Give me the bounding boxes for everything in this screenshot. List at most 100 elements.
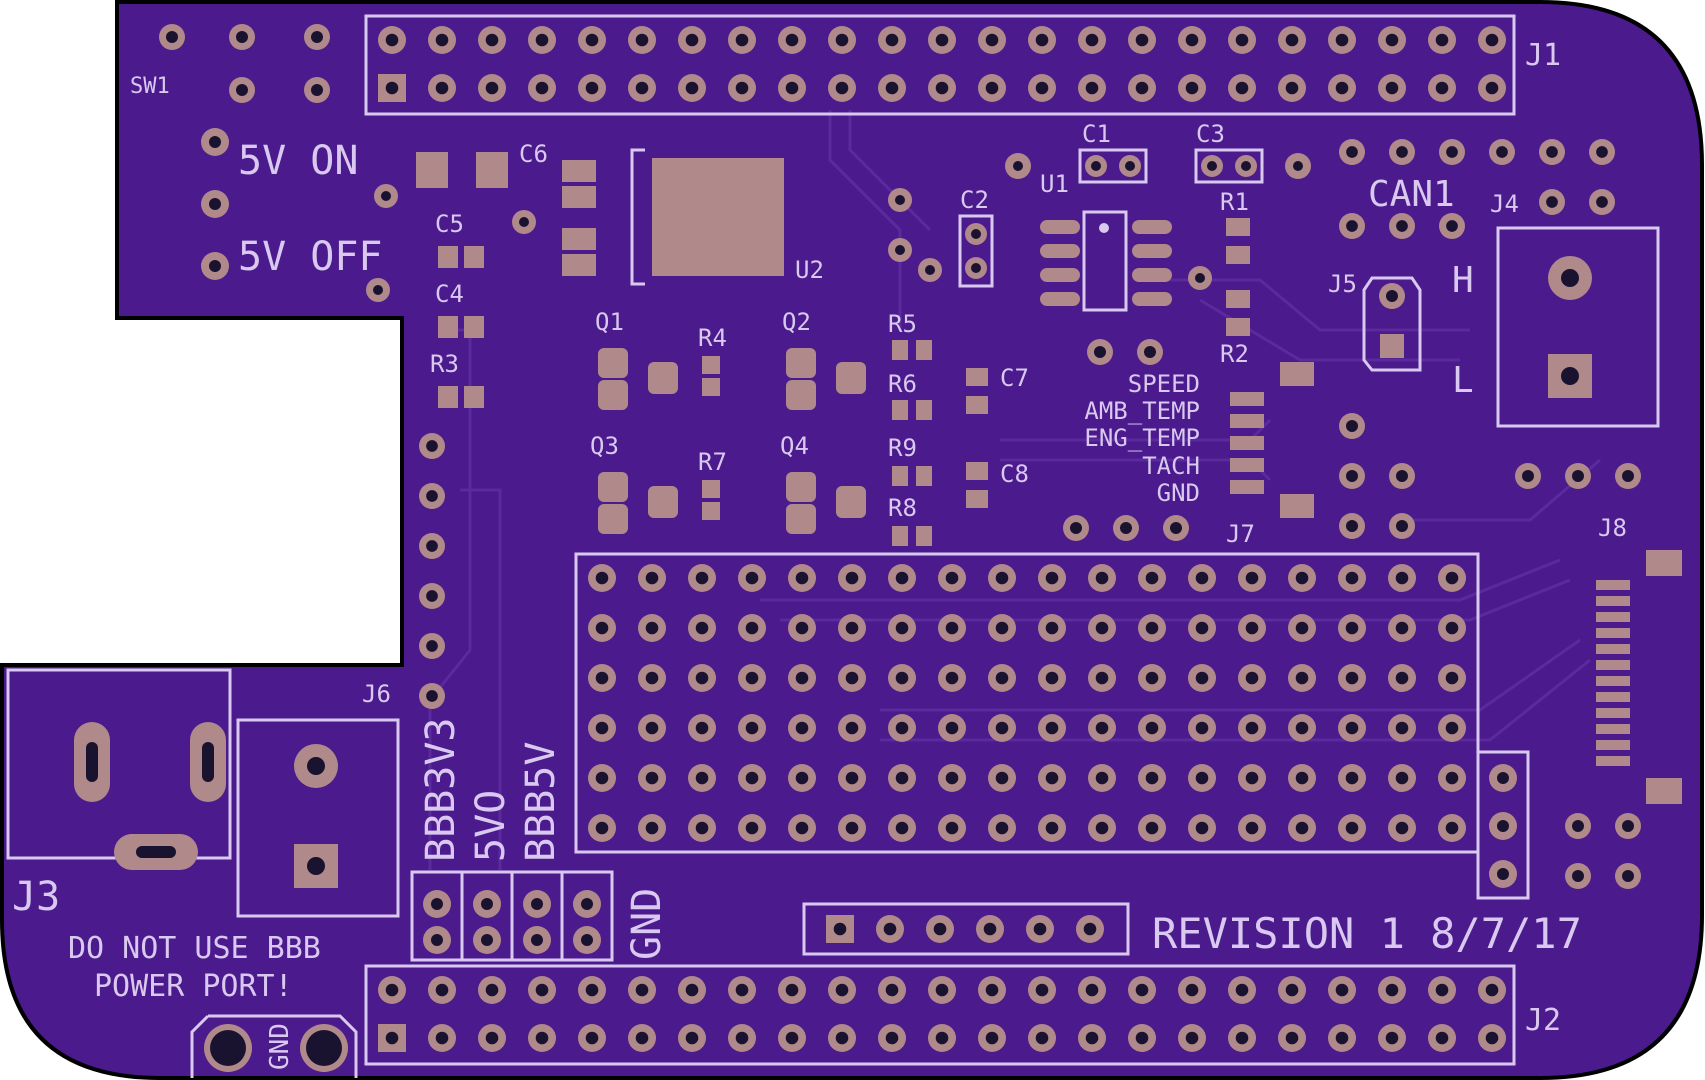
j8-pad xyxy=(1596,596,1630,606)
pin-hole xyxy=(535,983,549,997)
pin-hole xyxy=(883,922,897,936)
pin-hole xyxy=(1395,621,1409,635)
pin-hole xyxy=(1145,721,1159,735)
can1-connector xyxy=(1339,139,1615,239)
label-speed: SPEED xyxy=(1128,370,1200,398)
pin-hole xyxy=(695,671,709,685)
pin-hole xyxy=(945,671,959,685)
pin-hole xyxy=(1035,983,1049,997)
pin-hole xyxy=(1135,1031,1149,1045)
warning-line-1: DO NOT USE BBB xyxy=(68,931,321,966)
label-j5: J5 xyxy=(1328,270,1357,298)
pin-hole xyxy=(933,922,947,936)
pin-hole xyxy=(1395,821,1409,835)
j8-pad xyxy=(1596,756,1630,766)
label-r7: R7 xyxy=(698,448,727,476)
pin-hole xyxy=(1245,671,1259,685)
pin-hole xyxy=(885,81,899,95)
pin-hole xyxy=(745,671,759,685)
pin-hole xyxy=(845,571,859,585)
pin-hole xyxy=(535,81,549,95)
label-tach: TACH xyxy=(1142,452,1200,480)
pin-hole xyxy=(645,671,659,685)
warning-line-2: POWER PORT! xyxy=(94,969,293,1004)
pin-hole xyxy=(885,33,899,47)
pin-hole xyxy=(1033,922,1047,936)
label-u2: U2 xyxy=(795,256,824,284)
pin-hole xyxy=(595,671,609,685)
pin-hole xyxy=(735,983,749,997)
j8-connector xyxy=(1596,550,1682,804)
label-q1: Q1 xyxy=(595,308,624,336)
pin-hole xyxy=(1435,1031,1449,1045)
pin-hole xyxy=(735,1031,749,1045)
pin-hole xyxy=(845,671,859,685)
pin-hole xyxy=(435,1031,449,1045)
power-rail-headers xyxy=(410,870,614,962)
pin-hole xyxy=(795,771,809,785)
pin-hole xyxy=(585,1031,599,1045)
u2-regulator xyxy=(630,148,784,286)
pin-hole xyxy=(745,771,759,785)
pin-hole xyxy=(645,621,659,635)
pin-hole xyxy=(1485,983,1499,997)
pin-hole xyxy=(1045,721,1059,735)
pin-hole xyxy=(1045,821,1059,835)
smd-components-left xyxy=(416,152,596,408)
label-r6: R6 xyxy=(888,370,917,398)
pin-hole xyxy=(1085,33,1099,47)
j2-pin-row xyxy=(378,976,1506,1052)
j4-terminal xyxy=(1496,226,1660,428)
pin-hole xyxy=(595,621,609,635)
pin-hole xyxy=(1445,771,1459,785)
pin-hole xyxy=(1085,81,1099,95)
label-u1: U1 xyxy=(1040,170,1069,198)
pin-hole xyxy=(895,671,909,685)
pin-hole xyxy=(795,621,809,635)
label-eng-temp: ENG_TEMP xyxy=(1084,424,1200,452)
pin-hole xyxy=(1546,146,1558,158)
pin-hole xyxy=(1185,33,1199,47)
j1-header-outline xyxy=(364,14,1516,116)
label-c6: C6 xyxy=(519,140,548,168)
j5-jumper xyxy=(1362,276,1422,372)
pin-hole xyxy=(995,721,1009,735)
pin-hole xyxy=(785,983,799,997)
pin-hole xyxy=(1335,81,1349,95)
pin-hole xyxy=(1095,621,1109,635)
pin-hole xyxy=(845,721,859,735)
pin-hole xyxy=(983,922,997,936)
label-can-h: H xyxy=(1452,260,1474,301)
pin-hole xyxy=(1485,1031,1499,1045)
pin-hole xyxy=(595,771,609,785)
pin-hole xyxy=(1596,196,1608,208)
label-gnd-bottom: GND xyxy=(265,1023,295,1070)
label-c4: C4 xyxy=(435,280,464,308)
label-can-l: L xyxy=(1452,360,1474,401)
bottom-gnd-pads xyxy=(190,1014,358,1078)
pin-hole xyxy=(485,33,499,47)
six-pin-header-outline xyxy=(802,902,1130,956)
pin-hole xyxy=(1345,621,1359,635)
pin-hole xyxy=(1346,220,1358,232)
c2-capacitor xyxy=(888,188,994,288)
pin-hole xyxy=(1145,621,1159,635)
pin-hole xyxy=(426,540,438,552)
pin-hole xyxy=(1295,821,1309,835)
j1-pin-row xyxy=(378,26,1506,102)
pin-hole xyxy=(426,590,438,602)
pin-hole xyxy=(485,983,499,997)
pin-hole xyxy=(745,721,759,735)
pin-hole xyxy=(1546,196,1558,208)
c1-c3-capacitors xyxy=(1005,148,1311,290)
pin-hole xyxy=(1135,81,1149,95)
pin-hole xyxy=(645,771,659,785)
pin-hole xyxy=(695,821,709,835)
pin-hole xyxy=(1396,146,1408,158)
pin-hole xyxy=(385,1031,399,1045)
pin-hole xyxy=(845,771,859,785)
pin-hole xyxy=(1145,671,1159,685)
label-j8: J8 xyxy=(1598,514,1627,542)
j8-pad xyxy=(1596,612,1630,622)
